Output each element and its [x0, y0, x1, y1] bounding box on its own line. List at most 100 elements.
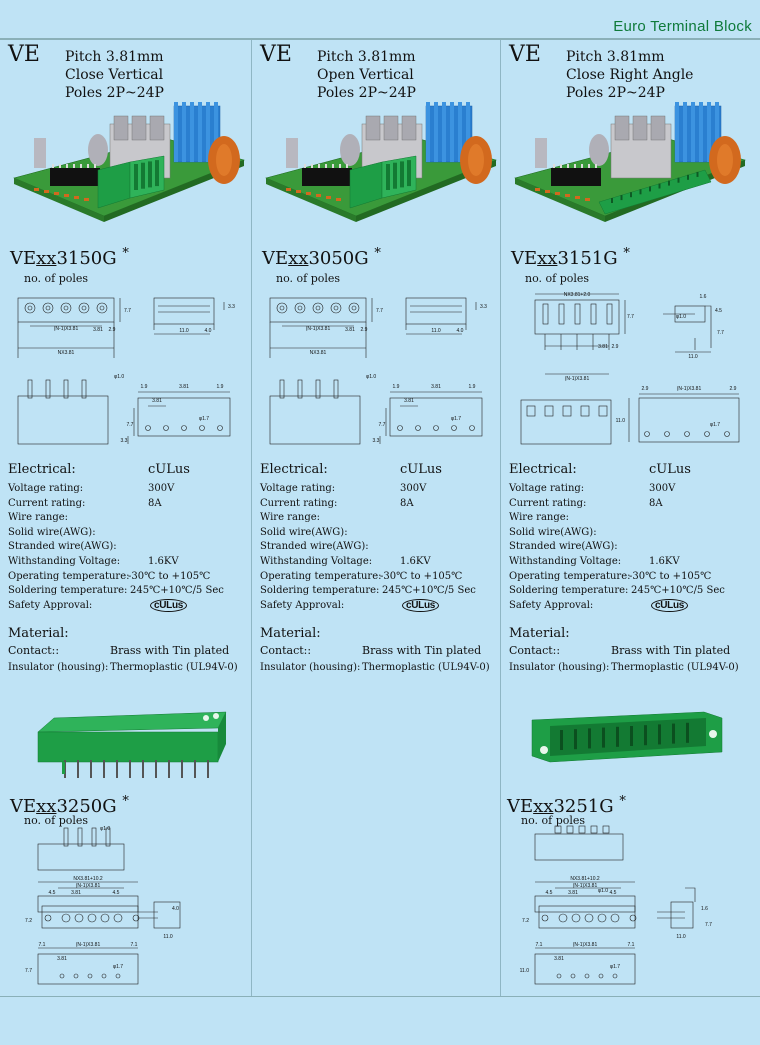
dimension-label: (N-1)X3.81: [573, 942, 598, 948]
insulator-value: Thermoplastic (UL94V-0): [362, 662, 490, 673]
spec-row: Solid wire(AWG):: [509, 526, 749, 541]
part-suffix: 3050G: [308, 248, 369, 269]
dimension-label: φ1.0: [598, 888, 608, 894]
spec-label: Current rating:: [260, 497, 338, 509]
dimension-label: (N-1)X3.81: [677, 386, 702, 392]
cert-label: cULus: [649, 462, 691, 477]
dimension-label: 7.1: [536, 942, 543, 948]
dimension-label: NX3.81: [58, 350, 75, 356]
spec-value: 8A: [649, 497, 663, 509]
spec-label: Stranded wire(AWG):: [509, 541, 618, 553]
dimension-label: 7.1: [628, 942, 635, 948]
part-pole-count: xx: [36, 796, 57, 817]
part-suffix: 3151G: [557, 248, 618, 269]
dimension-label: 4.5: [715, 308, 722, 314]
spec-value: 1.6KV: [649, 556, 680, 567]
part-prefix: VE: [511, 248, 538, 269]
spec-row: Solid wire(AWG):: [260, 526, 500, 541]
part-pole-count: xx: [288, 248, 309, 269]
spec-row: Operating temperature:-30℃ to +105℃: [260, 570, 500, 585]
spec-label: Safety Approval:: [260, 599, 345, 611]
header-rule: [0, 38, 760, 40]
material-heading: Material:: [8, 626, 69, 641]
dimension-label: 7.7: [705, 922, 712, 928]
spec-row: Soldering temperature:245℃+10℃/5 Sec: [260, 584, 500, 599]
dimension-label: 7.2: [522, 918, 529, 924]
style-text: Close Vertical: [65, 67, 164, 83]
no-of-poles-note: no. of poles: [24, 814, 89, 827]
contact-value: Brass with Tin plated: [611, 644, 731, 657]
spec-value: 245℃+10℃/5 Sec: [631, 585, 725, 597]
spec-value: 1.6KV: [400, 556, 431, 567]
dimension-label: 1.6: [700, 294, 707, 300]
dimension-label: 4.0: [457, 328, 464, 334]
dimension-label: 11.0: [676, 934, 686, 940]
cert-label: cULus: [400, 462, 442, 477]
dimension-label: 3.3: [121, 438, 128, 444]
poles-text: Poles 2P~24P: [65, 85, 164, 101]
spec-row: Stranded wire(AWG):: [8, 540, 248, 555]
material-heading: Material:: [260, 626, 321, 641]
dimension-label: 2.9: [642, 386, 649, 392]
dimension-label: (N-1)X3.81: [306, 326, 331, 332]
spec-row: Stranded wire(AWG):: [260, 540, 500, 555]
footer-rule: [0, 996, 760, 997]
dimension-label: (N-1)X3.81: [54, 326, 79, 332]
dimension-label: 1.9: [469, 384, 476, 390]
dimension-label: 4.5: [546, 890, 553, 896]
pcb-application-photo: [514, 98, 746, 226]
dimension-label: 3.81: [152, 398, 162, 404]
spec-label: Solid wire(AWG):: [260, 526, 348, 538]
column-divider: [500, 40, 501, 996]
spec-value: 8A: [400, 497, 414, 509]
spec-label: Withstanding Voltage:: [260, 556, 373, 567]
spec-row: Wire range:: [8, 511, 248, 526]
part-number: VExx3050G *: [262, 246, 381, 269]
part-number: VExx3250G *: [10, 794, 129, 817]
dimension-label: 4.5: [49, 890, 56, 896]
spec-row: Voltage rating: 300V: [8, 482, 248, 497]
spec-label: Voltage rating:: [260, 483, 336, 494]
dimension-label: 7.2: [25, 918, 32, 924]
spec-value: 300V: [148, 483, 175, 494]
dimension-label: 11.0: [163, 934, 173, 940]
poles-text: Poles 2P~24P: [317, 85, 416, 101]
spec-row: Soldering temperature:245℃+10℃/5 Sec: [8, 584, 248, 599]
spec-label: Wire range:: [509, 512, 570, 524]
dimension-label: (N-1)X3.81: [565, 376, 590, 382]
dimension-label: 11.0: [520, 968, 530, 974]
spec-row: Voltage rating:300V: [509, 482, 749, 497]
part-number: VExx3151G *: [511, 246, 630, 269]
page-title: Euro Terminal Block: [613, 18, 752, 35]
dimension-label: 7.7: [376, 308, 383, 314]
part-pole-count: xx: [533, 796, 554, 817]
dimension-label: 7.7: [379, 422, 386, 428]
contact-label: Contact::: [8, 644, 60, 657]
dimension-label: 7.1: [131, 942, 138, 948]
spec-row: Withstanding Voltage: 1.6KV: [260, 555, 500, 570]
spec-row: Voltage rating:300V: [260, 482, 500, 497]
dimension-label: 4.5: [113, 890, 120, 896]
part-suffix: 3251G: [553, 796, 614, 817]
part-number: VExx3150G *: [10, 246, 129, 269]
spec-label: Wire range:: [260, 512, 321, 524]
spec-label: Withstanding Voltage:: [509, 556, 622, 567]
part-pole-count: xx: [537, 248, 558, 269]
dimension-label: 3.81: [598, 344, 608, 350]
spec-label: Solid wire(AWG):: [509, 526, 597, 538]
part-number: VExx3251G *: [507, 794, 626, 817]
part-prefix: VE: [10, 248, 37, 269]
contact-value: Brass with Tin plated: [110, 644, 230, 657]
spec-row: Wire range:: [260, 511, 500, 526]
poles-text: Poles 2P~24P: [566, 85, 665, 101]
dimension-label: 2.9: [361, 327, 368, 333]
dimension-label: 11.0: [431, 328, 441, 334]
spec-label: Wire range:: [8, 512, 69, 524]
dimension-label: 3.3: [480, 304, 487, 310]
dimension-label: φ1.0: [100, 826, 110, 832]
spec-label: Voltage rating:: [8, 483, 84, 494]
spec-row: Current rating:8A: [509, 497, 749, 512]
series-code: VE: [8, 42, 40, 67]
insulator-value: Thermoplastic (UL94V-0): [110, 662, 238, 673]
